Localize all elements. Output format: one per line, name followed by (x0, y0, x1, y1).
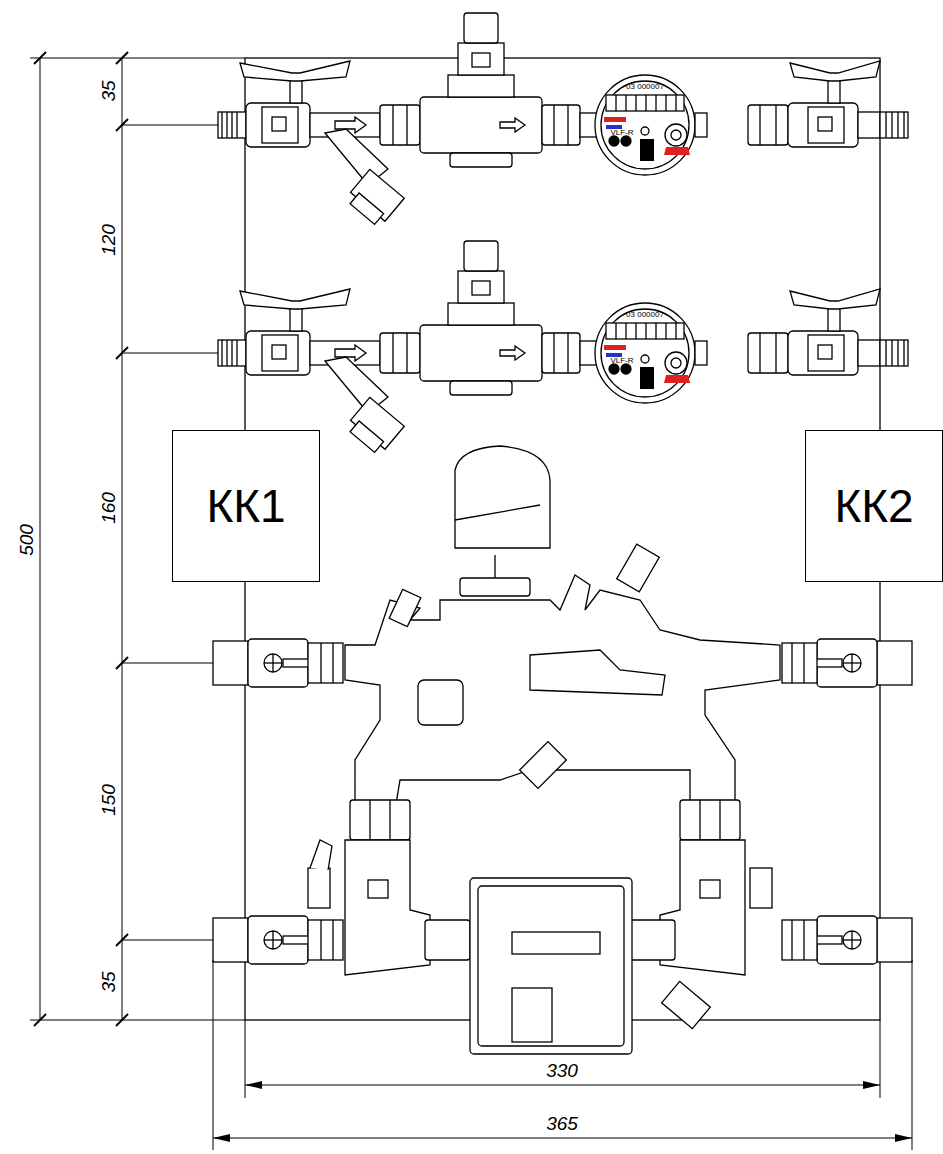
meter-marking: VLF-R (610, 357, 633, 365)
dimension-label: 35 (99, 971, 118, 992)
dimension-label: 365 (546, 1114, 578, 1133)
dimension-label: 150 (99, 784, 118, 816)
dimension-label: 330 (546, 1061, 578, 1080)
dimension-label: 35 (99, 80, 118, 101)
meter-marking: 03 000007 (626, 311, 664, 319)
box-label: КК1 (206, 479, 285, 533)
dimension-label: 120 (99, 224, 118, 256)
dimension-label: 160 (99, 492, 118, 524)
box-label: КК2 (834, 479, 913, 533)
meter-marking: VLF-R (610, 129, 633, 137)
dimension-label: 500 (17, 524, 36, 556)
meter-marking: 03 000007 (626, 83, 664, 91)
equipment-box: КК1 (172, 430, 320, 582)
equipment-box: КК2 (805, 430, 943, 582)
